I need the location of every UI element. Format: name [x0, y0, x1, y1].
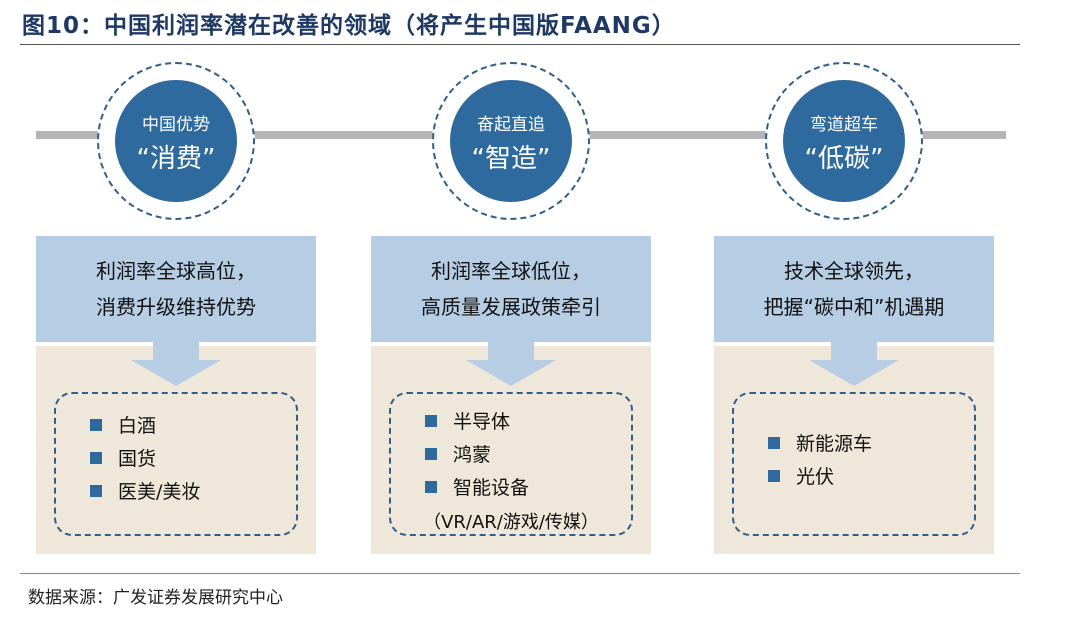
list-item: 光伏: [768, 459, 964, 492]
theme-circle: 奋起直追 “智造”: [450, 80, 572, 202]
summary-line-1: 利润率全球高位，: [96, 259, 256, 283]
pillar-low-carbon: 技术全球领先， 把握“碳中和”机遇期 弯道超车 “低碳” 新能源车 光伏: [714, 0, 994, 560]
figure-title: 图10：中国利润率潜在改善的领域（将产生中国版FAANG）: [22, 13, 676, 39]
list-item-label: 医美/美妆: [118, 481, 201, 503]
source-note: 数据来源：广发证券发展研究中心: [28, 588, 283, 608]
down-arrow-icon: [809, 342, 899, 386]
summary-line-1: 利润率全球低位，: [431, 259, 591, 283]
list-item: 医美/美妆: [90, 474, 286, 507]
list-item: 鸿蒙: [425, 437, 621, 470]
down-arrow-icon: [131, 342, 221, 386]
square-bullet-icon: [425, 414, 437, 427]
summary-line-2: 把握“碳中和”机遇期: [763, 295, 945, 319]
theme-name: “低碳”: [804, 144, 884, 174]
summary-line-2: 消费升级维持优势: [96, 295, 256, 319]
theme-circle: 弯道超车 “低碳”: [783, 80, 905, 202]
list-item-label: 半导体: [453, 411, 511, 433]
bottom-rule: [20, 573, 1020, 574]
examples-box: 白酒 国货 医美/美妆: [54, 392, 298, 536]
list-item-label: 智能设备: [453, 477, 530, 499]
pillar-consumption: 利润率全球高位， 消费升级维持优势 中国优势 “消费” 白酒 国货 医美/美妆: [36, 0, 316, 560]
square-bullet-icon: [425, 480, 437, 493]
down-arrow-icon: [466, 342, 556, 386]
summary-line-2: 高质量发展政策牵引: [421, 295, 601, 319]
list-item-label: 鸿蒙: [453, 444, 492, 466]
theme-subtitle: 奋起直追: [477, 115, 545, 135]
list-item-label: 白酒: [118, 415, 157, 437]
theme-ring: 中国优势 “消费”: [97, 62, 255, 220]
pillar-manufacturing: 利润率全球低位， 高质量发展政策牵引 奋起直追 “智造” 半导体 鸿蒙 智能设备…: [371, 0, 651, 560]
list-item: 新能源车: [768, 426, 964, 459]
square-bullet-icon: [768, 436, 780, 449]
list-item: 国货: [90, 441, 286, 474]
theme-ring: 奋起直追 “智造”: [432, 62, 590, 220]
examples-box: 半导体 鸿蒙 智能设备 （VR/AR/游戏/传媒）: [389, 392, 633, 536]
top-rule: [20, 44, 1020, 45]
summary-box: 利润率全球低位， 高质量发展政策牵引: [371, 236, 651, 342]
list-item: 半导体: [425, 404, 621, 437]
examples-box: 新能源车 光伏: [732, 392, 976, 536]
square-bullet-icon: [425, 447, 437, 460]
theme-subtitle: 中国优势: [142, 115, 210, 135]
summary-line-1: 技术全球领先，: [784, 259, 924, 283]
square-bullet-icon: [90, 451, 102, 464]
theme-subtitle: 弯道超车: [810, 115, 878, 135]
square-bullet-icon: [768, 469, 780, 482]
summary-box: 技术全球领先， 把握“碳中和”机遇期: [714, 236, 994, 342]
list-item: 智能设备: [425, 470, 621, 503]
list-item-label: 光伏: [796, 466, 835, 488]
list-item-label: 国货: [118, 448, 157, 470]
theme-name: “消费”: [136, 144, 216, 174]
examples-note: （VR/AR/游戏/传媒）: [423, 512, 599, 533]
theme-circle: 中国优势 “消费”: [115, 80, 237, 202]
square-bullet-icon: [90, 484, 102, 497]
theme-ring: 弯道超车 “低碳”: [765, 62, 923, 220]
list-item-label: 新能源车: [796, 433, 873, 455]
theme-name: “智造”: [471, 144, 551, 174]
list-item: 白酒: [90, 408, 286, 441]
summary-box: 利润率全球高位， 消费升级维持优势: [36, 236, 316, 342]
square-bullet-icon: [90, 418, 102, 431]
